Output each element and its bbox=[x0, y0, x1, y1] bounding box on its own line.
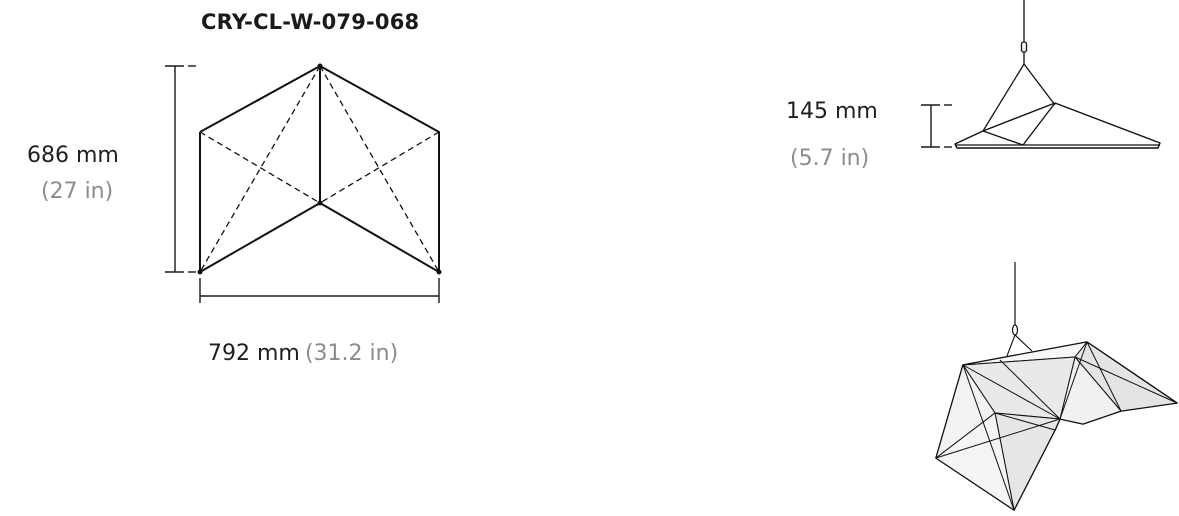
width-imperial-label: (31.2 in) bbox=[304, 341, 399, 366]
height-metric-label: 686 mm bbox=[27, 143, 119, 168]
width-label: 792 mm (31.2 in) bbox=[208, 341, 398, 366]
width-metric-label: 792 mm bbox=[208, 341, 300, 366]
product-code-title: CRY-CL-W-079-068 bbox=[201, 10, 420, 34]
height-dimension bbox=[165, 65, 196, 273]
height-imperial-label: (27 in) bbox=[41, 179, 114, 204]
thickness-dimension bbox=[921, 104, 952, 148]
fixture-perspective-view bbox=[935, 262, 1178, 511]
thickness-imperial-label: (5.7 in) bbox=[790, 146, 870, 171]
fixture-front-view bbox=[197, 63, 442, 275]
thickness-metric-label: 145 mm bbox=[786, 99, 878, 124]
width-dimension bbox=[199, 278, 440, 303]
fixture-side-view bbox=[954, 0, 1161, 149]
